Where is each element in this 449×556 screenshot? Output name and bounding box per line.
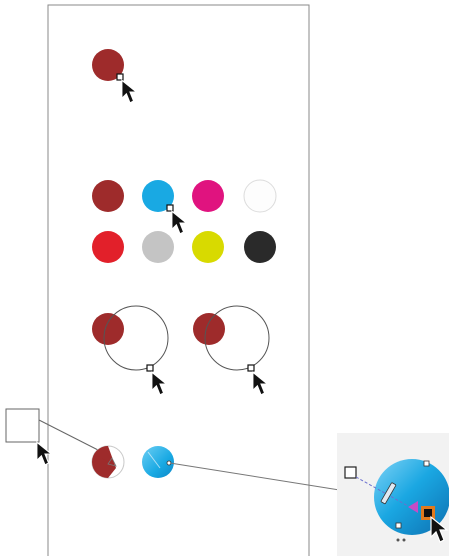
square-handle-icon[interactable]	[396, 523, 401, 528]
square-handle-icon[interactable]	[424, 461, 429, 466]
half-filled-swatch[interactable]	[92, 446, 124, 478]
arrow-cursor-icon	[152, 372, 166, 395]
gradient-node	[397, 539, 400, 542]
square-handle-icon[interactable]	[167, 205, 173, 211]
swatch-yellow[interactable]	[192, 231, 224, 263]
square-handle-icon[interactable]	[345, 467, 356, 478]
page-border	[48, 5, 309, 556]
swatch-dark-red[interactable]	[92, 180, 124, 212]
arrow-cursor-icon	[253, 372, 267, 395]
square-handle-icon[interactable]	[424, 509, 432, 517]
swatch-black[interactable]	[244, 231, 276, 263]
callout-line	[170, 463, 352, 492]
swatch-magenta[interactable]	[192, 180, 224, 212]
arrow-cursor-icon	[122, 80, 136, 103]
zoom-box	[6, 409, 39, 442]
section-single-swatch	[92, 49, 136, 103]
section-outline-circles	[92, 306, 269, 395]
arrow-cursor-icon	[37, 442, 51, 465]
swatch-white[interactable]	[244, 180, 276, 212]
gradient-node	[403, 539, 406, 542]
square-handle-icon[interactable]	[147, 365, 153, 371]
dark-red-swatch[interactable]	[193, 313, 225, 345]
square-handle-icon[interactable]	[248, 365, 254, 371]
square-handle-icon[interactable]	[117, 74, 123, 80]
swatch-red[interactable]	[92, 231, 124, 263]
arrow-cursor-icon	[172, 211, 186, 234]
dark-red-swatch[interactable]	[92, 313, 124, 345]
swatch-light-gray[interactable]	[142, 231, 174, 263]
section-zoom-callouts	[6, 409, 449, 556]
color-palette	[92, 180, 276, 263]
